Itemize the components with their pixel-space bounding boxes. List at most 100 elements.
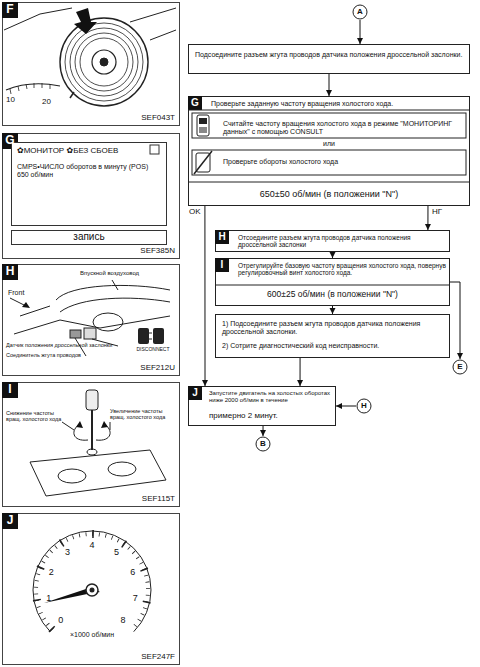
plug-pin — [149, 339, 152, 340]
step-text: 1) Подсоедините разъем жгута проводов да… — [222, 320, 444, 336]
divider-line — [188, 110, 470, 111]
consult-screen — [199, 118, 207, 124]
dial-number: 1 — [43, 593, 55, 603]
intake-duct — [56, 285, 170, 300]
circle-shape — [357, 399, 371, 413]
dial-number: 8 — [117, 615, 129, 625]
scale-number: 20 — [42, 98, 58, 107]
throttle-sensor — [84, 328, 96, 339]
step-letter: I — [215, 259, 229, 271]
figure-panel: SEF212U H — [2, 264, 180, 376]
connector-letter: H — [356, 401, 372, 410]
connector-circle: B — [255, 436, 271, 452]
option-frame — [192, 150, 466, 175]
process-box: Запустите двигатель на холостых оборотах… — [188, 386, 336, 426]
figure-panel: SEF043T F — [2, 2, 180, 126]
step-tag: H — [215, 230, 229, 244]
step-text: 2) Сотрите диагностический код неисправн… — [222, 342, 444, 350]
process-box: Отсоедините разъем жгута проводов датчик… — [215, 230, 450, 252]
figure-panel: SEF115T I — [2, 382, 180, 507]
leader-line — [110, 422, 111, 430]
dial-arc — [33, 531, 151, 632]
arrow-head — [336, 403, 342, 409]
dial-number: 2 — [45, 567, 57, 577]
tachometer — [33, 531, 151, 632]
divider-line — [215, 285, 450, 286]
figure-code: SEF043T — [115, 113, 175, 122]
connector-letter: E — [452, 362, 468, 371]
figure-code: SEF247F — [115, 652, 175, 661]
connector-circle: H — [356, 398, 372, 414]
needle-pin — [90, 588, 95, 593]
step-letter: H — [215, 231, 229, 243]
figure-code: SEF212U — [115, 363, 175, 372]
pulley-hub — [92, 50, 116, 74]
spec-value: 650±50 об/мин (в положении "N") — [189, 189, 469, 199]
monitor-screen: ✿МОНИТОР ✿БЕЗ СБОЕВCMPS•ЧИСЛО оборотов в… — [11, 142, 167, 226]
part-label: Снижение частоты вращ. холостого хода — [6, 410, 64, 422]
flow-line — [360, 20, 361, 44]
process-box: 1) Подсоедините разъем жгута проводов да… — [215, 314, 450, 358]
flow-arrow — [202, 206, 208, 386]
flow-arrow — [326, 74, 332, 96]
step-text: примерно 2 минут. — [209, 411, 333, 420]
leader-line — [112, 280, 118, 290]
part-label: Датчик положения дроссельной заслонки — [6, 342, 126, 348]
circle-shape — [256, 437, 270, 451]
step-tag: G — [2, 133, 18, 149]
direction-label: Front — [8, 289, 38, 297]
needle-hub — [86, 584, 98, 596]
part-label: Увеличение частоты вращ. холостого хода — [110, 408, 176, 420]
flow-line — [329, 74, 330, 96]
minor-ticks — [36, 534, 148, 630]
divider-line — [188, 182, 470, 183]
flow-arrow — [450, 282, 463, 359]
unit-label: ×1000 об/мин — [62, 631, 122, 639]
device-outline — [196, 153, 210, 172]
button-label: запись — [12, 231, 166, 243]
step-tag: H — [2, 264, 18, 280]
dial-number: 3 — [62, 547, 74, 557]
step-text: Подсоедините разъем жгута проводов датчи… — [195, 51, 463, 59]
figure-panel: SEF247FJ — [2, 513, 180, 665]
process-box: Подсоедините разъем жгута проводов датчи… — [188, 44, 470, 74]
plug-pin — [149, 333, 152, 334]
cross-out — [194, 151, 212, 174]
front-arrowhead — [22, 302, 30, 308]
timing-scale — [6, 84, 60, 90]
rotate-arrow — [96, 424, 110, 440]
step-letter: F — [2, 3, 18, 17]
branch-label: НГ — [432, 208, 442, 217]
harness-connector — [70, 330, 81, 338]
flow-arrow — [336, 403, 356, 409]
step-letter: I — [2, 383, 18, 397]
throttle-body — [93, 313, 123, 331]
throttle-bore — [108, 462, 136, 476]
flow-line — [204, 206, 205, 386]
branch-label: OK — [189, 208, 201, 217]
screen-reading: CMPS•ЧИСЛО оборотов в минуту (POS) 650 о… — [17, 163, 161, 179]
flow-arrow — [297, 358, 303, 386]
flow-arrow — [260, 426, 266, 436]
step-letter: G — [2, 134, 18, 148]
front-arrow — [10, 298, 26, 306]
no-consult-icon — [194, 151, 212, 174]
flow-line — [332, 306, 333, 314]
scale-ticks — [10, 83, 50, 94]
rotate-arrowhead — [76, 421, 83, 428]
step-tag: I — [2, 382, 18, 398]
figure-code: SEF385N — [115, 246, 175, 255]
flow-line — [263, 426, 264, 436]
flow-arrow — [425, 206, 431, 230]
connector-circle: A — [352, 4, 368, 20]
flow-arrow — [357, 20, 363, 44]
scale-number: 10 — [6, 96, 22, 105]
crank-pulley — [4, 8, 176, 106]
check-box: Проверьте заданную частоту вращения холо… — [188, 96, 470, 206]
symbol-label: DISCONNECT — [130, 347, 176, 353]
step-text: Отсоедините разъем жгута проводов датчик… — [238, 234, 446, 249]
drive-belt — [130, 8, 176, 40]
figure-code: SEF115T — [115, 494, 175, 503]
dial-number: 7 — [129, 593, 141, 603]
